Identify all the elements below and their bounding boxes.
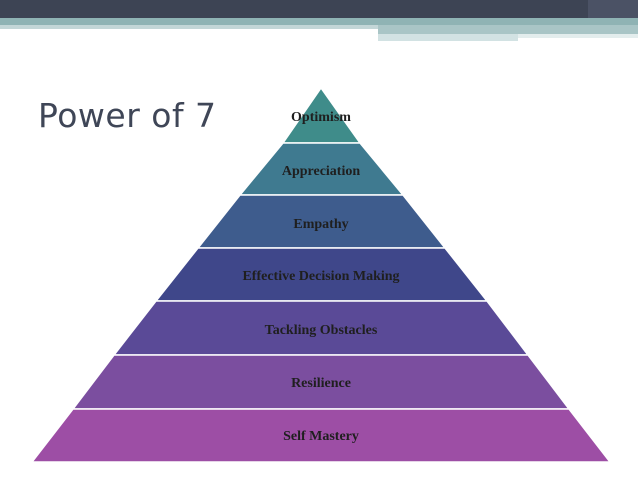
level-empathy: Empathy [196, 194, 447, 249]
accent-stripe-tail [518, 34, 638, 38]
level-appreciation-label: Appreciation [282, 164, 361, 179]
accent-stripe-right [378, 25, 638, 34]
slide-title: Power of 7 [38, 96, 217, 135]
level-self-mastery: Self Mastery [30, 408, 612, 463]
level-optimism: Optimism [281, 86, 362, 144]
level-self-mastery-label: Self Mastery [283, 429, 359, 444]
level-effective-decision-making: Effective Decision Making [154, 247, 489, 302]
level-self-mastery-shape [30, 408, 612, 463]
accent-stripe [0, 18, 638, 25]
level-tackling-obstacles: Tackling Obstacles [112, 300, 530, 356]
level-effective-decision-making-label: Effective Decision Making [242, 269, 399, 284]
level-resilience: Resilience [71, 354, 571, 410]
level-optimism-label: Optimism [291, 110, 351, 125]
level-appreciation: Appreciation [238, 142, 405, 196]
level-resilience-label: Resilience [291, 376, 351, 391]
level-tackling-obstacles-label: Tackling Obstacles [265, 323, 378, 338]
accent-stripe-left [0, 25, 378, 29]
top-band [0, 0, 638, 18]
level-empathy-label: Empathy [293, 217, 348, 232]
top-band-accent [588, 0, 638, 18]
accent-stripe-step [378, 34, 518, 41]
